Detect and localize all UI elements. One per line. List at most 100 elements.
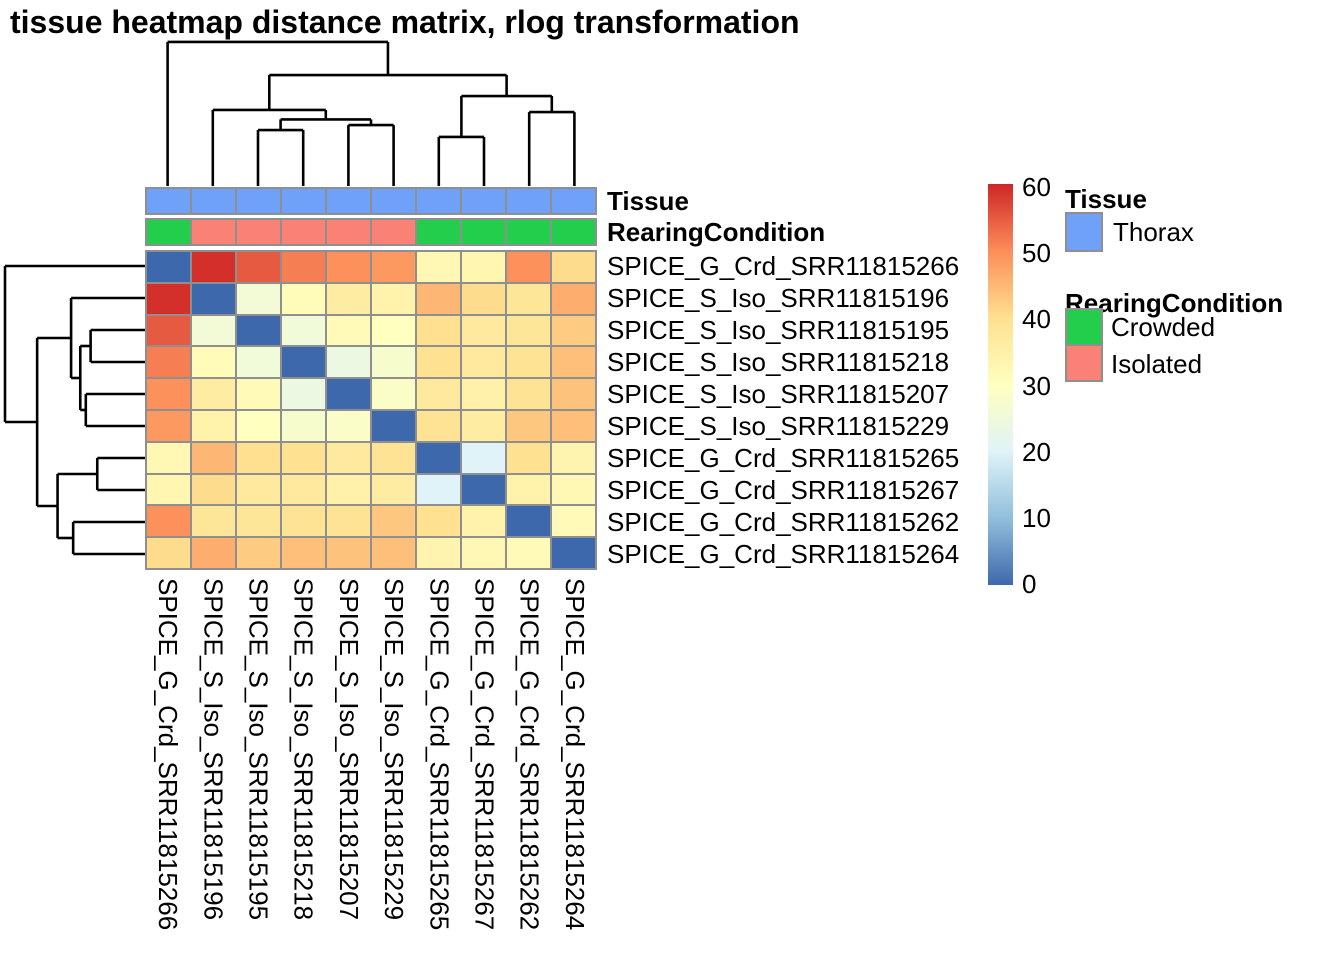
heatmap-cell xyxy=(282,506,325,537)
heatmap-cell xyxy=(237,283,280,314)
heatmap-cell xyxy=(147,410,190,441)
scale-tick-label: 50 xyxy=(1022,238,1051,269)
heatmap-cell xyxy=(327,252,370,282)
heatmap-cell xyxy=(282,474,325,505)
heatmap-cell xyxy=(507,283,550,314)
heatmap-cell xyxy=(237,474,280,505)
column-label: SPICE_G_Crd_SRR11815265 xyxy=(424,578,455,931)
color-scale-bar xyxy=(988,184,1013,585)
heatmap-cell xyxy=(462,442,505,473)
tissue-annotation-cell xyxy=(372,189,415,213)
heatmap-cell xyxy=(237,442,280,473)
heatmap-cell xyxy=(327,315,370,346)
rearing-annotation-cell xyxy=(462,220,505,244)
heatmap-cell xyxy=(147,379,190,409)
heatmap-cell xyxy=(372,442,415,473)
tissue-annotation-cell xyxy=(552,189,595,213)
heatmap-cell xyxy=(372,410,415,441)
heatmap-cell xyxy=(147,474,190,505)
heatmap-cell xyxy=(327,506,370,537)
heatmap-cell xyxy=(552,474,595,505)
row-label: SPICE_S_Iso_SRR11815229 xyxy=(607,411,950,441)
heatmap-cell xyxy=(372,506,415,537)
legend-crowded-label: Crowded xyxy=(1111,312,1216,342)
rearing-annotation-cell xyxy=(192,220,235,244)
row-label: SPICE_G_Crd_SRR11815267 xyxy=(607,475,960,505)
heatmap-cell xyxy=(462,315,505,346)
rearing-annotation-cell xyxy=(372,220,415,244)
rearing-annotation-cell xyxy=(282,220,325,244)
heatmap-cell xyxy=(372,474,415,505)
heatmap-cell xyxy=(552,410,595,441)
heatmap-cell xyxy=(282,252,325,282)
tissue-annotation-cell xyxy=(282,189,325,213)
heatmap-cell xyxy=(372,347,415,378)
rearing-annotation-cell xyxy=(237,220,280,244)
heatmap-cell xyxy=(372,538,415,568)
heatmap-cell xyxy=(462,283,505,314)
rearing-annotation-cell xyxy=(147,220,190,244)
heatmap-cell xyxy=(462,410,505,441)
rearing-annotation-cell xyxy=(327,220,370,244)
row-label: SPICE_S_Iso_SRR11815207 xyxy=(607,379,950,409)
heatmap-cell xyxy=(552,252,595,282)
legend-tissue-title: Tissue xyxy=(1065,184,1147,214)
rearing-annotation-cell xyxy=(552,220,595,244)
heatmap-cell xyxy=(237,315,280,346)
legend-thorax-label: Thorax xyxy=(1113,217,1194,247)
heatmap-cell xyxy=(462,379,505,409)
row-label: SPICE_S_Iso_SRR11815196 xyxy=(607,283,950,313)
heatmap-cell xyxy=(147,315,190,346)
scale-tick-label: 20 xyxy=(1022,436,1051,467)
heatmap-cell xyxy=(237,506,280,537)
column-label: SPICE_G_Crd_SRR11815267 xyxy=(469,578,500,931)
heatmap-cell xyxy=(192,315,235,346)
legend-thorax-swatch xyxy=(1065,212,1103,252)
column-label: SPICE_G_Crd_SRR11815262 xyxy=(514,578,545,931)
column-label: SPICE_S_Iso_SRR11815229 xyxy=(379,578,410,921)
heatmap-cell xyxy=(192,347,235,378)
heatmap-cell xyxy=(237,410,280,441)
scale-tick-label: 0 xyxy=(1022,569,1037,599)
heatmap-cell xyxy=(507,252,550,282)
heatmap-cell xyxy=(327,474,370,505)
row-label: SPICE_S_Iso_SRR11815218 xyxy=(607,347,950,377)
heatmap-cell xyxy=(507,442,550,473)
heatmap-cell xyxy=(147,283,190,314)
column-label: SPICE_S_Iso_SRR11815218 xyxy=(288,578,319,921)
heatmap-cell xyxy=(552,442,595,473)
legend-crowded-swatch xyxy=(1065,308,1103,346)
heatmap-cell xyxy=(417,283,460,314)
heatmap-cell xyxy=(372,252,415,282)
column-label: SPICE_G_Crd_SRR11815266 xyxy=(153,578,184,931)
heatmap-cell xyxy=(507,506,550,537)
rearing-annotation-cell xyxy=(507,220,550,244)
rearing-annotation-label: RearingCondition xyxy=(607,217,826,247)
heatmap-cell xyxy=(192,538,235,568)
heatmap-cell xyxy=(327,283,370,314)
heatmap-cell xyxy=(417,410,460,441)
heatmap-cell xyxy=(507,347,550,378)
row-dendrogram xyxy=(3,264,145,556)
heatmap-grid xyxy=(145,250,597,570)
rearing-annotation-cell xyxy=(417,220,460,244)
heatmap-cell xyxy=(282,347,325,378)
heatmap-cell xyxy=(192,506,235,537)
heatmap-cell xyxy=(372,283,415,314)
row-label: SPICE_G_Crd_SRR11815266 xyxy=(607,251,960,281)
heatmap-cell xyxy=(507,315,550,346)
heatmap-cell xyxy=(282,442,325,473)
heatmap-cell xyxy=(462,506,505,537)
heatmap-cell xyxy=(147,442,190,473)
heatmap-cell xyxy=(462,538,505,568)
heatmap-cell xyxy=(507,538,550,568)
scale-tick-label: 60 xyxy=(1022,172,1051,202)
heatmap-cell xyxy=(192,474,235,505)
heatmap-cell xyxy=(237,347,280,378)
heatmap-cell xyxy=(507,379,550,409)
scale-tick-label: 40 xyxy=(1022,304,1051,335)
heatmap-cell xyxy=(327,538,370,568)
tissue-annotation-cell xyxy=(147,189,190,213)
rearing-annotation-bar xyxy=(145,218,597,246)
heatmap-cell xyxy=(462,252,505,282)
